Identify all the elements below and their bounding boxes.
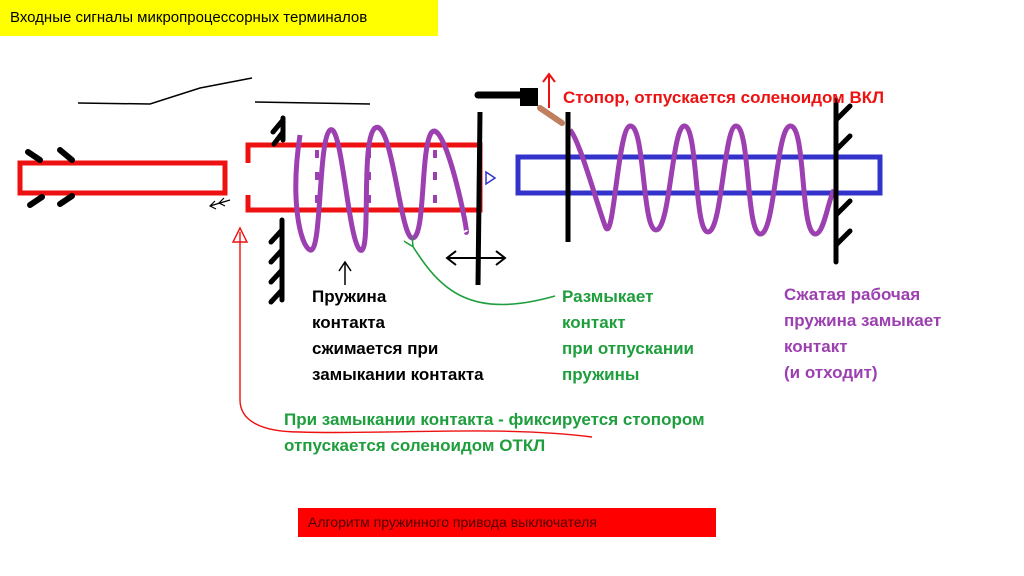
contact-sketch-lines [77,77,371,105]
opens-contact-label: Размыкает контакт при отпускании пружины [562,287,694,384]
double-arrow [445,250,507,266]
release-arrow [542,72,556,108]
closing-note: При замыкании контакта - фиксируется сто… [284,410,705,455]
left-rod-tip-arrows [208,197,231,210]
green-pointer [412,245,556,306]
contact-spring-pointer [338,260,352,285]
diagram-caption: Алгоритм пружинного привода выключателя [298,508,716,537]
blue-arrow [485,170,497,186]
contact-spring-label: Пружина контакта сжимается при замыкании… [312,287,484,384]
spring-dots [315,150,437,203]
red-return-arrow [231,226,593,438]
stopper-label: Стопор, отпускается соленоидом ВКЛ [563,88,885,107]
left-hatched-wall [268,115,286,305]
stopper [474,88,565,126]
right-hatched-wall [833,97,853,265]
contact-plate [475,111,483,286]
left-rod [17,160,228,196]
page-title: Входные сигналы микропроцессорных термин… [0,0,438,36]
working-spring [567,123,837,237]
left-latch-marks [25,147,75,208]
contact-spring [293,125,469,253]
working-spring-label: Сжатая рабочая пружина замыкает контакт … [784,285,942,382]
